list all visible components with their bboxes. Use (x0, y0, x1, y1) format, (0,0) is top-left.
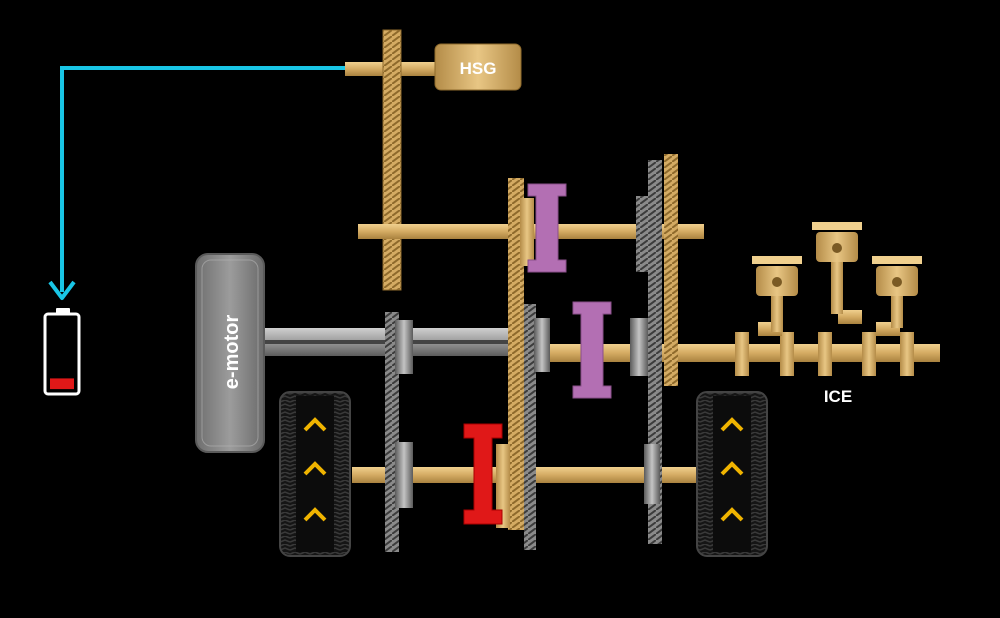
tire-icon-right (696, 391, 768, 557)
chevron-up-icon (303, 507, 327, 522)
gear-1-hub-b (395, 442, 413, 508)
clutch-middle (572, 301, 612, 399)
ice-label: ICE (824, 387, 852, 406)
battery-icon (43, 308, 81, 396)
piston-icon-1 (752, 256, 802, 332)
gear-2-hub (520, 198, 534, 266)
gear-4 (636, 196, 648, 272)
battery-charge-level (50, 378, 74, 390)
arrow-down-icon (48, 280, 76, 300)
electric-connection-line (48, 66, 350, 300)
chevron-up-icon (720, 461, 744, 476)
gear-3 (524, 304, 536, 550)
piston-icon-3 (872, 256, 922, 328)
hsg-label: HSG (460, 59, 497, 78)
gear-6 (664, 154, 678, 386)
crankshaft (735, 310, 914, 376)
clutch-lower-engaged (463, 423, 503, 525)
chevron-up-icon (720, 507, 744, 522)
tire-icon-left (279, 391, 351, 557)
hsg-box: HSG (434, 43, 522, 91)
gear-1-hub-a (395, 320, 413, 374)
e-motor: e-motor (195, 253, 265, 453)
ice-input-shaft (520, 344, 940, 362)
clutch-upper (527, 183, 567, 273)
chevron-up-icon (303, 461, 327, 476)
piston-icon-2 (812, 222, 862, 314)
chevron-up-icon (720, 417, 744, 432)
emotor-label: e-motor (221, 315, 243, 390)
gear-2-hub-low (496, 444, 510, 528)
chevron-up-icon (303, 417, 327, 432)
hsg-vertical-gear (383, 30, 401, 290)
